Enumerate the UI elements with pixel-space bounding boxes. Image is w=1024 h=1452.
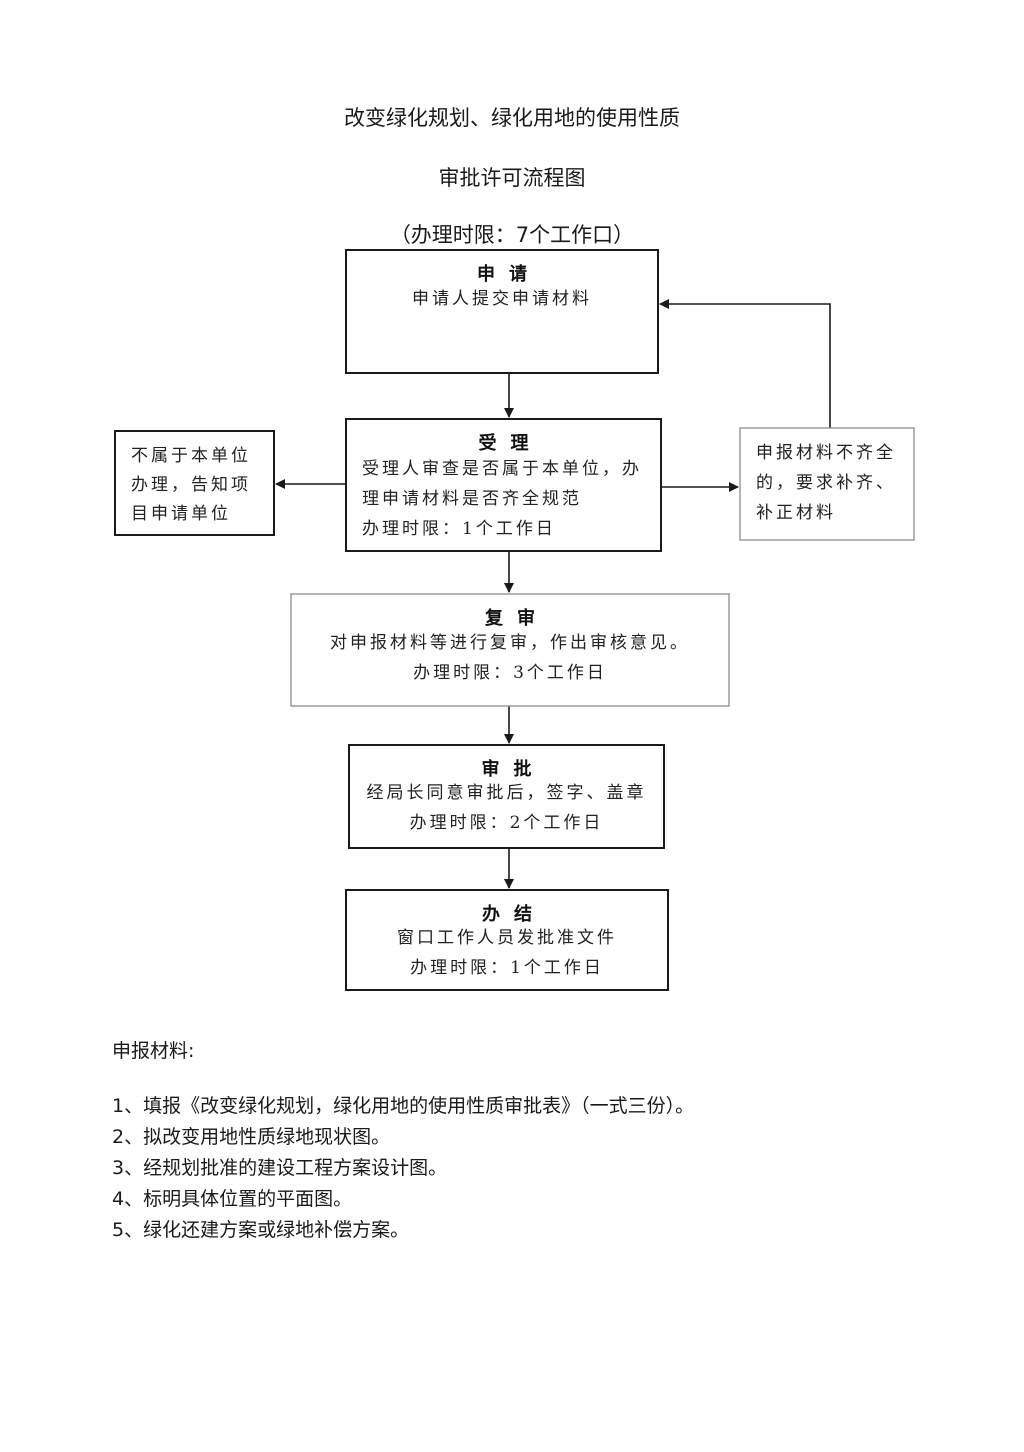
flow-node-box: [290, 593, 730, 707]
flow-node-line: 办理，告知项: [131, 475, 251, 495]
flow-node-title: 审批: [482, 758, 546, 780]
materials-item: 1、填报《改变绿化规划，绿化用地的使用性质审批表》（一式三份）。: [112, 1095, 695, 1117]
flow-node-title: 办结: [482, 903, 546, 925]
materials-item: 4、标明具体位置的平面图。: [112, 1188, 353, 1210]
flow-node-line: 补正材料: [756, 503, 836, 523]
flow-node-line: 办理时限：1个工作日: [362, 519, 556, 539]
flow-node-line: 理申请材料是否齐全规范: [362, 489, 582, 509]
materials-list: 1、填报《改变绿化规划，绿化用地的使用性质审批表》（一式三份）。 2、拟改变用地…: [112, 1091, 912, 1246]
flow-node-title: 复审: [484, 607, 549, 629]
materials-item: 2、拟改变用地性质绿地现状图。: [112, 1126, 391, 1148]
flow-node-box: [345, 418, 662, 552]
flow-node-line: 办理时限：2个工作日: [410, 813, 604, 833]
document-subtitle: 审批许可流程图: [438, 166, 586, 190]
flow-node-box: [739, 427, 915, 541]
flow-node-title: 申请: [477, 263, 541, 285]
flow-node-title: 受理: [479, 432, 543, 454]
materials-section: 申报材料: 1、填报《改变绿化规划，绿化用地的使用性质审批表》（一式三份）。 2…: [112, 1036, 912, 1246]
flow-node-line: 目申请单位: [131, 504, 231, 524]
flow-node-line: 办理时限：3个工作日: [413, 663, 607, 683]
flow-node-line: 不属于本单位: [131, 446, 251, 466]
flow-node-line: 对申报材料等进行复审，作出审核意见。: [330, 633, 690, 653]
flow-node-line: 办理时限：1个工作日: [410, 958, 604, 978]
flow-node-box: [114, 430, 275, 536]
document-title: 改变绿化规划、绿化用地的使用性质: [344, 106, 680, 130]
materials-title: 申报材料:: [112, 1040, 195, 1062]
flow-node-line: 受理人审查是否属于本单位，办: [362, 459, 642, 479]
flow-node-line: 申报材料不齐全: [756, 443, 896, 463]
flow-arrow-supplement-to-apply: [659, 299, 831, 428]
flow-node-line: 经局长同意审批后，签字、盖章: [367, 783, 647, 803]
flow-node-line: 申请人提交申请材料: [412, 289, 592, 309]
materials-item: 5、绿化还建方案或绿地补偿方案。: [112, 1219, 410, 1241]
flow-node-box: [348, 744, 665, 849]
materials-item: 3、经规划批准的建设工程方案设计图。: [112, 1157, 448, 1179]
time-limit-note: （办理时限：7个工作口）: [389, 223, 635, 247]
flow-node-line: 窗口工作人员发批准文件: [397, 928, 617, 948]
flow-node-box: [345, 889, 669, 991]
flow-node-line: 的，要求补齐、: [756, 473, 896, 493]
flow-node-box: [345, 249, 659, 374]
